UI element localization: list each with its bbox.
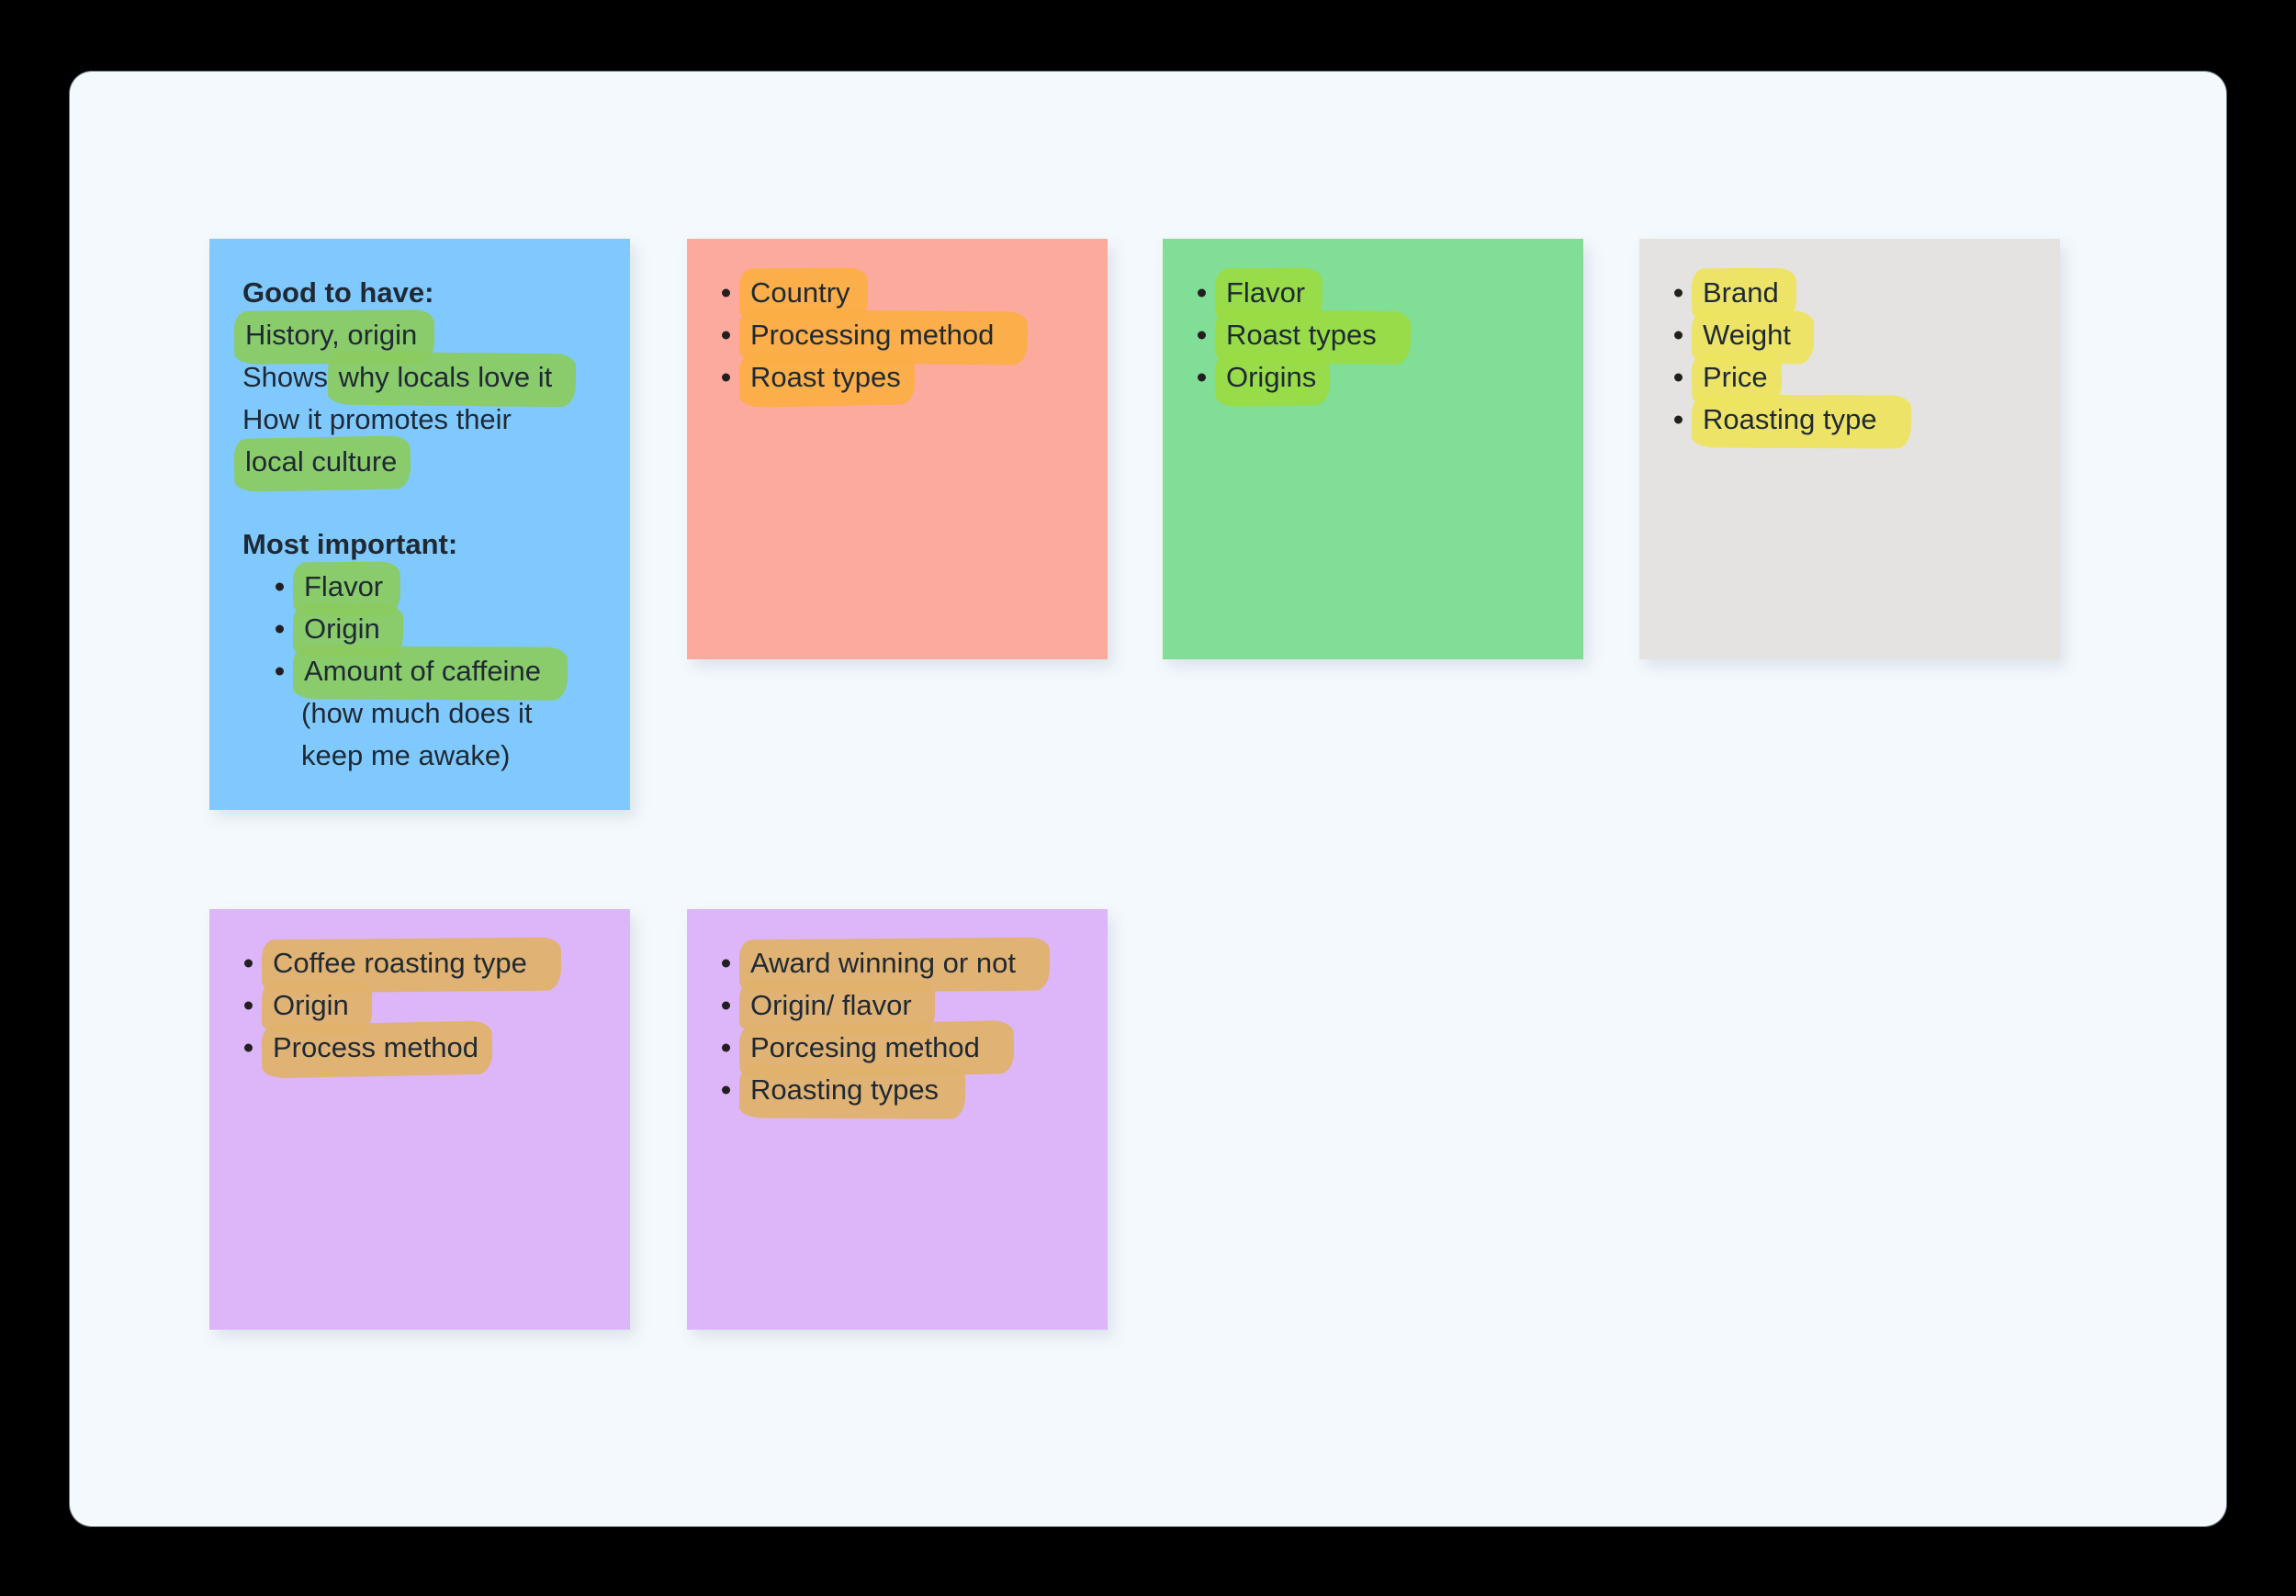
highlight-local-culture: local culture [242,441,400,483]
highlight-roast-types: Roast types [1223,314,1379,356]
note-line-keep-me-awake: keep me awake) [301,739,511,771]
list-item[interactable]: Flavor [1196,272,1559,314]
highlight-roast-types: Roast types [748,356,904,399]
highlight-brand: Brand [1700,272,1782,314]
highlight-why-locals-love-it: why locals love it [336,356,556,399]
list-item[interactable]: Brand [1672,272,2036,314]
highlight-flavor: Flavor [1223,272,1308,314]
bullet-icon [722,373,730,382]
highlight-processing-method: Processing method [748,314,996,356]
bullet-icon [722,1001,730,1010]
highlight-country: Country [748,272,853,314]
list-item[interactable]: Roasting types [720,1069,1084,1111]
highlight-price: Price [1700,356,1771,399]
note-heading-most-important: Most important: [242,528,458,560]
bullet-icon [276,667,284,676]
highlight-origin: Origin [270,984,352,1027]
sticky-note-brand[interactable]: Brand Weight Price Roasting type [1639,239,2060,659]
bullet-icon [276,582,284,591]
note-line-history-origin: History, origin [242,314,606,356]
bullet-icon [722,959,730,968]
list-item[interactable]: Origin [274,608,606,650]
bullet-icon [1674,331,1683,340]
note-list-country: Country Processing method Roast types [720,272,1084,399]
highlight-history-origin: History, origin [242,314,420,356]
list-item[interactable]: Coffee roasting type [242,942,606,984]
sticky-note-good-to-have[interactable]: Good to have: History, origin Shows why … [209,239,630,810]
list-item[interactable]: Country [720,272,1084,314]
highlight-weight: Weight [1700,314,1794,356]
bullet-icon [1674,288,1683,298]
bullet-icon [244,1043,253,1052]
bullet-icon [722,331,730,340]
bullet-icon [244,1001,253,1010]
list-item[interactable]: Price [1672,356,2036,399]
list-item[interactable]: Flavor [274,566,606,608]
list-item[interactable]: Roast types [720,356,1084,399]
list-item[interactable]: Processing method [720,314,1084,356]
note-line-how-it-promotes: How it promotes their [242,403,512,435]
highlight-porcesing-method: Porcesing method [748,1027,983,1069]
sticky-note-award-winning[interactable]: Award winning or not Origin/ flavor Porc… [687,909,1108,1330]
list-item[interactable]: Porcesing method [720,1027,1084,1069]
list-item[interactable]: Origin [242,984,606,1027]
bullet-icon [722,288,730,298]
note-line-shows-why-locals: Shows why locals love it [242,356,606,399]
bullet-icon [1674,415,1683,424]
sticky-note-country[interactable]: Country Processing method Roast types [687,239,1108,659]
note-list-brand: Brand Weight Price Roasting type [1672,272,2036,441]
note-list-coffee-roasting: Coffee roasting type Origin Process meth… [242,942,606,1069]
sticky-note-coffee-roasting[interactable]: Coffee roasting type Origin Process meth… [209,909,630,1330]
bullet-icon [1674,373,1683,382]
bullet-icon [722,1043,730,1052]
list-item[interactable]: Amount of caffeine [274,650,606,692]
highlight-origin-flavor: Origin/ flavor [748,984,915,1027]
note-line-local-culture: local culture [242,441,606,483]
sticky-note-flavor[interactable]: Flavor Roast types Origins [1163,239,1583,659]
bullet-icon [244,959,253,968]
highlight-origin: Origin [301,608,383,650]
note-list-most-important: Flavor Origin Amount of caffeine (how mu… [274,566,606,777]
list-item[interactable]: Roasting type [1672,399,2036,441]
whiteboard-canvas[interactable]: Good to have: History, origin Shows why … [70,72,2226,1526]
highlight-flavor: Flavor [301,566,386,608]
highlight-origins: Origins [1223,356,1319,399]
list-item[interactable]: Origins [1196,356,1559,399]
list-item[interactable]: Roast types [1196,314,1559,356]
list-item[interactable]: Weight [1672,314,2036,356]
list-item[interactable]: Origin/ flavor [720,984,1084,1027]
highlight-roasting-type: Roasting type [1700,399,1880,441]
highlight-amount-of-caffeine: Amount of caffeine [301,650,544,692]
list-item-continuation: keep me awake) [274,735,606,777]
highlight-roasting-types: Roasting types [748,1069,941,1111]
note-heading-good-to-have: Good to have: [242,276,434,309]
highlight-coffee-roasting-type: Coffee roasting type [270,942,530,984]
highlight-process-method: Process method [270,1027,481,1069]
list-item[interactable]: Award winning or not [720,942,1084,984]
note-list-flavor: Flavor Roast types Origins [1196,272,1559,399]
note-line-how-much: (how much does it [301,697,533,729]
bullet-icon [722,1085,730,1095]
note-list-award-winning: Award winning or not Origin/ flavor Porc… [720,942,1084,1111]
bullet-icon [276,624,284,634]
list-item-continuation: (how much does it [274,692,606,735]
list-item[interactable]: Process method [242,1027,606,1069]
bullet-icon [1198,288,1206,298]
bullet-icon [1198,331,1206,340]
bullet-icon [1198,373,1206,382]
highlight-award-winning-or-not: Award winning or not [748,942,1019,984]
